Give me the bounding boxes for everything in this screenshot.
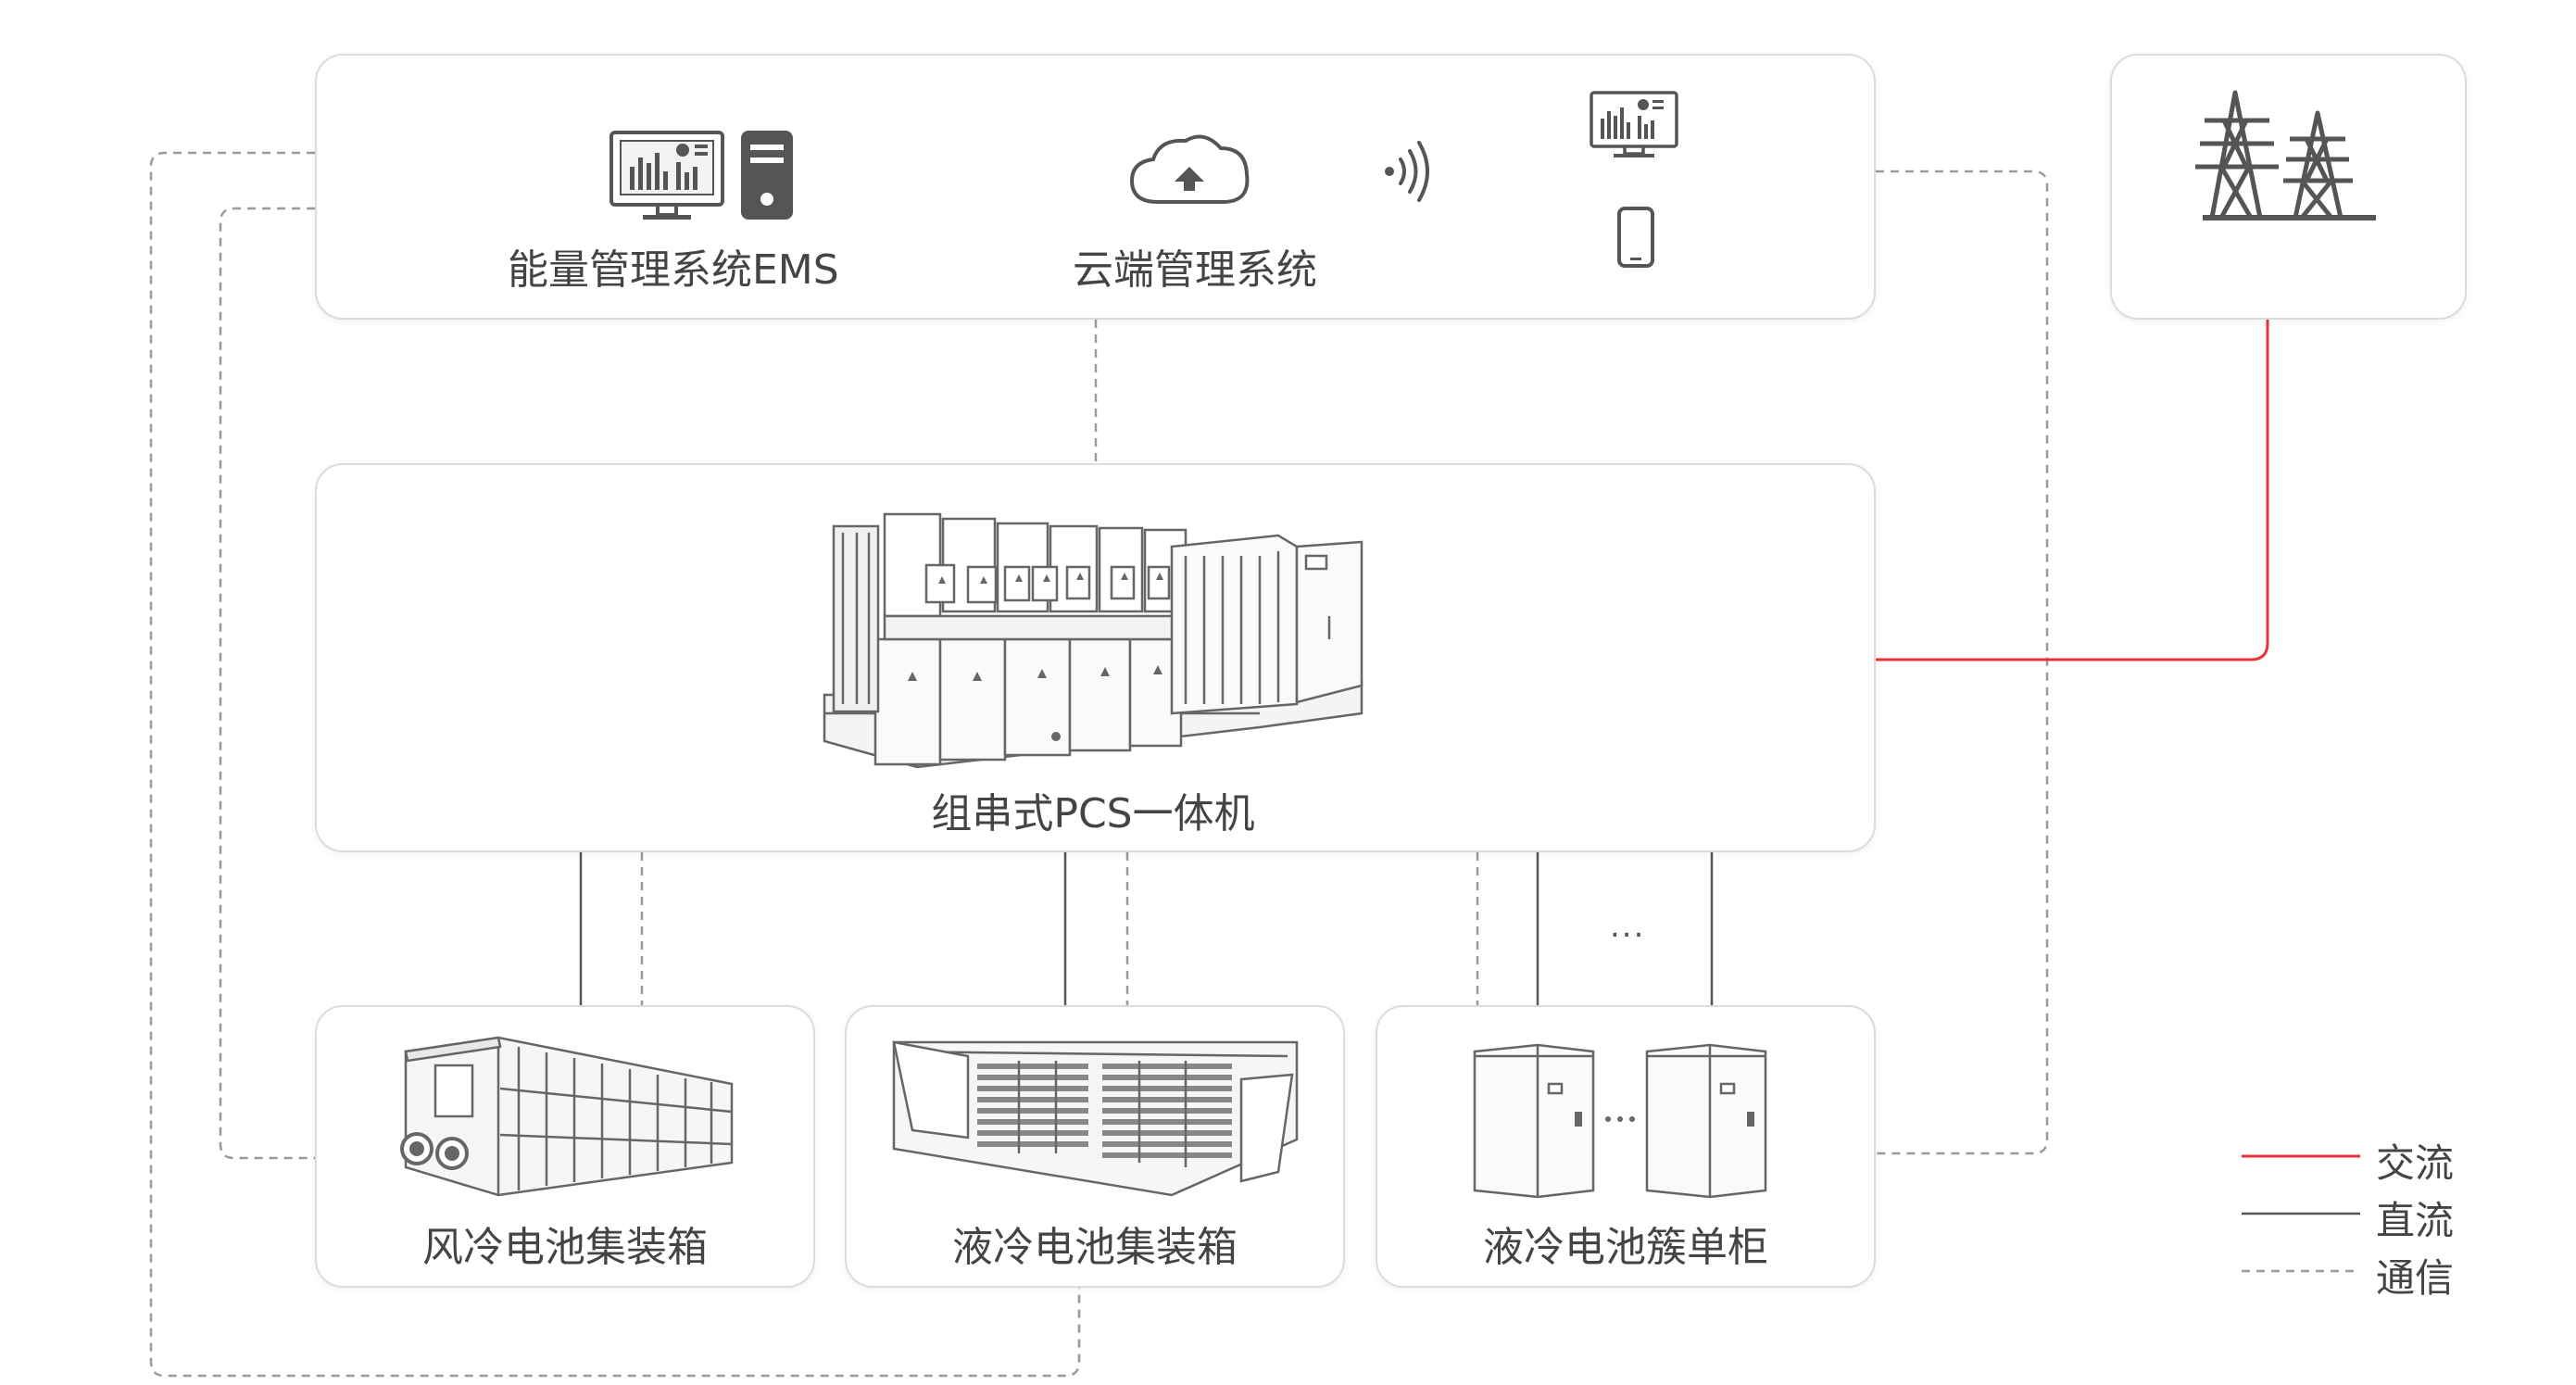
- power-grid-box: [2110, 54, 2467, 320]
- cloud-management-label: 云端管理系统: [1073, 246, 1317, 294]
- ellipsis-more-batteries: ...: [1610, 908, 1646, 945]
- battery-box-liquid-cabinet: [1376, 1005, 1876, 1288]
- wireless-signal-icon: [1385, 141, 1429, 202]
- liquid-cooled-container-icon: [892, 1040, 1299, 1197]
- server-icon: [741, 131, 793, 220]
- monitor-icon: [609, 131, 724, 220]
- legend-comm: 通信: [2376, 1255, 2455, 1301]
- legend-dc: 直流: [2376, 1198, 2455, 1243]
- ac-line-pcs-grid: [1876, 320, 2269, 661]
- battery-label-air-cooled: 风冷电池集装箱: [422, 1224, 708, 1271]
- terminal-monitor-icon: [1590, 91, 1678, 157]
- comm-line-right: [1876, 170, 2049, 1155]
- cabinet-icon: [1473, 1043, 1767, 1199]
- cloud-icon: [1129, 134, 1250, 204]
- pcs-machine-icon: [823, 512, 1363, 769]
- pcs-label: 组串式PCS一体机: [931, 790, 1255, 837]
- power-tower-icon: [2195, 90, 2376, 220]
- phone-icon: [1617, 207, 1654, 268]
- comm-line-outer-left: [149, 151, 1081, 1378]
- battery-label-liquid-container: 液冷电池集装箱: [952, 1224, 1238, 1271]
- battery-label-liquid-cabinet: 液冷电池簇单柜: [1483, 1224, 1768, 1271]
- comm-line-inner-left: [219, 207, 315, 1160]
- ems-label: 能量管理系统EMS: [508, 246, 839, 294]
- legend-ac: 交流: [2376, 1140, 2455, 1186]
- air-cooled-container-icon: [400, 1036, 734, 1197]
